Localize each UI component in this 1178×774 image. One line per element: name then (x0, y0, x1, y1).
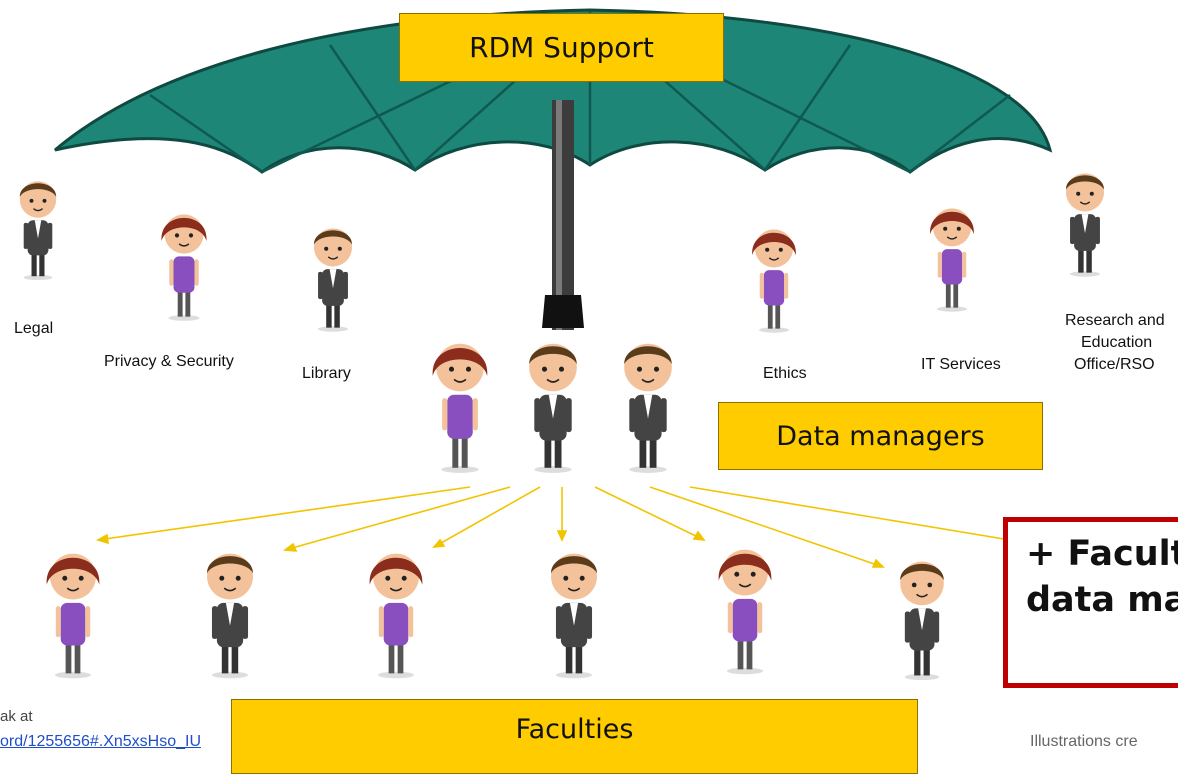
arrow-to-faculty-1 (97, 486, 471, 541)
arrow-to-faculty-2 (284, 486, 511, 551)
faculty-person-5 (717, 548, 773, 676)
arrow-to-faculty-5 (594, 486, 705, 541)
label-research-office-line2: Education (1081, 334, 1153, 351)
label-it-services: IT Services (921, 356, 1001, 373)
person-legal (19, 180, 57, 281)
rdm-support-title: RDM Support (469, 31, 654, 64)
umbrella (54, 8, 1053, 330)
faculties-label: Faculties (515, 714, 634, 745)
arrowhead-6 (871, 558, 885, 568)
label-ethics: Ethics (763, 365, 807, 382)
faculty-person-4 (550, 552, 598, 680)
data-manager-people (431, 342, 673, 474)
data-manager-1 (431, 342, 489, 474)
umbrella-ribs (149, 12, 1011, 174)
label-library: Library (302, 365, 351, 382)
faculty-note-line-1: + Faculty (1026, 534, 1178, 574)
faculties-box: Faculties (231, 699, 918, 774)
umbrella-pole-shine (556, 100, 562, 330)
data-manager-3 (623, 342, 673, 474)
arrow-to-faculty-3 (433, 486, 541, 548)
arrow-to-faculty-7 (689, 486, 1011, 541)
arrow-to-faculty-6 (649, 486, 884, 568)
data-managers-label: Data managers (776, 420, 985, 452)
credit-prefix: ak at (0, 708, 33, 725)
person-privacy (160, 213, 208, 322)
faculty-data-managers-note: + Faculty data managers (1003, 517, 1178, 688)
label-research-office-line3: Office/RSO (1074, 356, 1155, 373)
arrowhead-1 (95, 533, 109, 545)
faculty-person-2 (206, 552, 254, 680)
arrowhead-5 (692, 530, 706, 541)
data-managers-box: Data managers (718, 402, 1043, 470)
umbrella-handle (542, 295, 584, 328)
illustrations-credit: Illustrations cre (1030, 733, 1138, 750)
faculty-person-1 (45, 552, 101, 680)
person-it (929, 207, 975, 313)
arrowhead-2 (282, 542, 298, 552)
label-privacy-security: Privacy & Security (104, 353, 234, 370)
arrowhead-4 (556, 530, 568, 542)
person-research-office (1065, 172, 1105, 278)
credit-link[interactable]: ord/1255656#.Xn5xsHso_IU (0, 733, 202, 750)
person-library (313, 227, 353, 333)
person-ethics (751, 228, 797, 334)
umbrella-canopy (54, 8, 1053, 174)
faculty-person-6 (899, 560, 945, 681)
label-research-office-line1: Research and (1065, 312, 1165, 329)
faculty-note-line-2: data managers (1026, 580, 1178, 620)
data-manager-2 (528, 342, 578, 474)
faculty-people (45, 548, 945, 681)
label-legal: Legal (14, 320, 54, 337)
rdm-support-box: RDM Support (399, 13, 724, 82)
arrowhead-3 (432, 538, 446, 548)
arrows (95, 486, 1011, 568)
faculty-person-3 (368, 552, 424, 680)
